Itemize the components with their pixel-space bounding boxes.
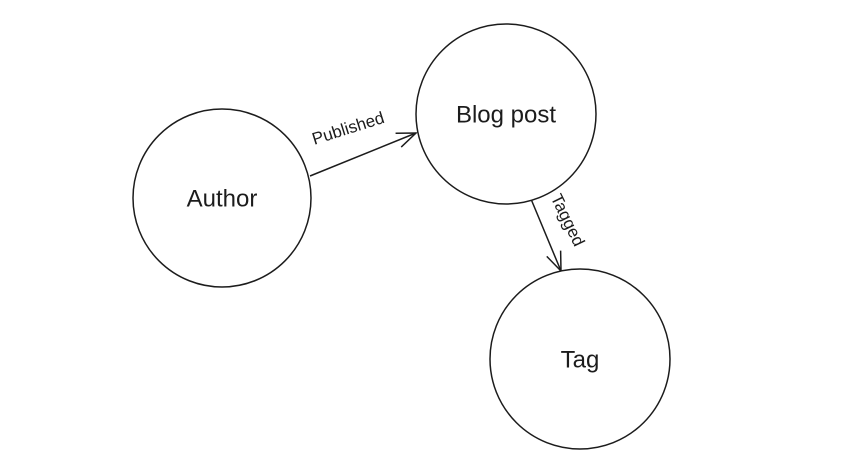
edge-published-label: Published — [310, 108, 387, 149]
node-blog-post[interactable]: Blog post — [415, 23, 597, 205]
node-author-circle[interactable] — [132, 108, 312, 288]
node-tag[interactable]: Tag — [489, 268, 671, 450]
node-tag-circle[interactable] — [489, 268, 671, 450]
node-author[interactable]: Author — [132, 108, 312, 288]
edge-published[interactable]: Published — [309, 108, 418, 177]
edge-tagged-line — [530, 198, 562, 273]
node-tag-label: Tag — [561, 346, 600, 373]
edge-tagged[interactable]: Tagged — [530, 191, 589, 273]
node-author-label: Author — [187, 185, 258, 212]
node-blog-post-label: Blog post — [456, 101, 556, 128]
node-blog-post-circle[interactable] — [415, 23, 597, 205]
edge-tagged-label: Tagged — [547, 191, 589, 249]
edge-published-line — [309, 132, 418, 177]
